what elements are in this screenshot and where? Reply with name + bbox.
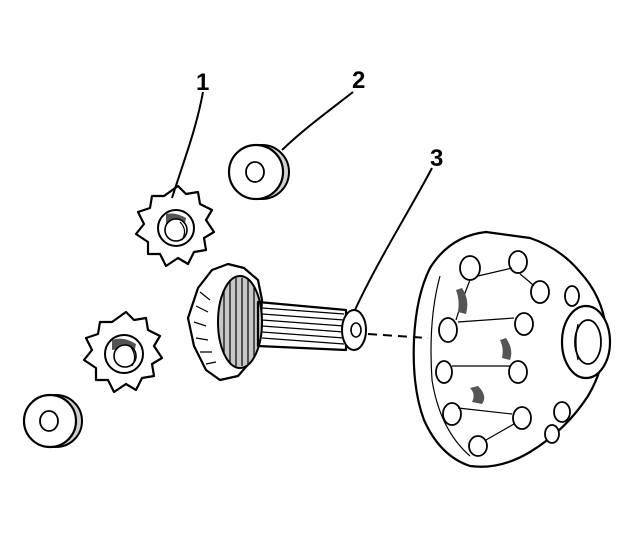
pinion-gear-upper xyxy=(134,184,216,268)
thrust-washer-upper xyxy=(227,143,290,201)
callout-2-leader xyxy=(281,91,354,151)
callout-1-leader xyxy=(171,91,204,199)
case-bolt-bosses xyxy=(435,250,580,457)
thrust-washer-lower xyxy=(22,393,83,449)
pinion-gear-lower xyxy=(82,310,164,394)
side-gear-with-shaft xyxy=(186,262,367,382)
callout-3-label: 3 xyxy=(430,145,443,172)
callout-1-label: 1 xyxy=(196,69,209,96)
callout-3-leader xyxy=(353,167,433,313)
callout-2-label: 2 xyxy=(352,67,365,94)
differential-case xyxy=(412,230,612,468)
alignment-dashed-line xyxy=(367,333,429,339)
